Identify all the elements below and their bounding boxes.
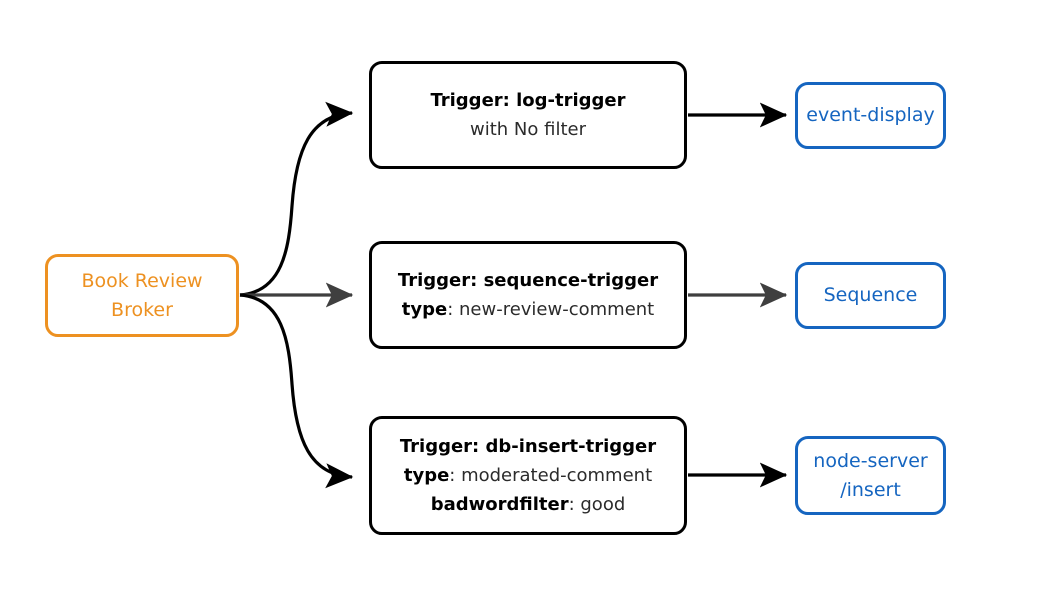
db-insert-trigger-line2-bold: type — [403, 465, 450, 486]
sequence-trigger-line1-bold: Trigger: sequence-trigger — [397, 270, 659, 291]
node-sequence-trigger[interactable]: Trigger: sequence-trigger type: new-revi… — [369, 241, 687, 349]
node-db-insert-trigger[interactable]: Trigger: db-insert-trigger type: moderat… — [369, 416, 687, 535]
edge-broker-to-db-insert-trigger — [239, 293, 354, 489]
sequence-trigger-line2-plain: : new-review-comment — [447, 299, 655, 320]
db-insert-trigger-line3-plain: : good — [568, 494, 626, 515]
db-insert-trigger-line1-bold: Trigger: db-insert-trigger — [399, 436, 657, 457]
edge-broker-to-log-trigger — [239, 101, 354, 297]
sequence-trigger-line2-bold: type — [401, 299, 448, 320]
sequence-trigger-line1: Trigger: sequence-trigger — [398, 266, 658, 295]
broker-label-line2: Broker — [111, 298, 173, 321]
node-node-server-insert[interactable]: node-server /insert — [795, 436, 946, 515]
node-server-label-line1: node-server — [813, 449, 928, 472]
node-sequence[interactable]: Sequence — [795, 262, 946, 329]
log-trigger-line2: with No filter — [470, 115, 586, 144]
db-insert-trigger-line3: badwordfilter: good — [431, 490, 626, 519]
sequence-trigger-line2: type: new-review-comment — [402, 295, 654, 324]
node-server-label-line2: /insert — [840, 478, 901, 501]
event-display-label: event-display — [806, 104, 935, 126]
sequence-label: Sequence — [823, 284, 918, 306]
broker-label-line1: Book Review — [81, 269, 203, 292]
db-insert-trigger-line3-bold: badwordfilter — [430, 494, 569, 515]
node-book-review-broker[interactable]: Book Review Broker — [45, 254, 239, 337]
db-insert-trigger-line1: Trigger: db-insert-trigger — [400, 432, 656, 461]
db-insert-trigger-line2-plain: : moderated-comment — [449, 465, 653, 486]
log-trigger-line2-plain: with No filter — [470, 119, 586, 140]
db-insert-trigger-line2: type: moderated-comment — [404, 461, 652, 490]
node-event-display[interactable]: event-display — [795, 82, 946, 149]
log-trigger-line1: Trigger: log-trigger — [430, 86, 625, 115]
log-trigger-line1-bold: Trigger: log-trigger — [430, 90, 626, 111]
node-log-trigger[interactable]: Trigger: log-trigger with No filter — [369, 61, 687, 169]
